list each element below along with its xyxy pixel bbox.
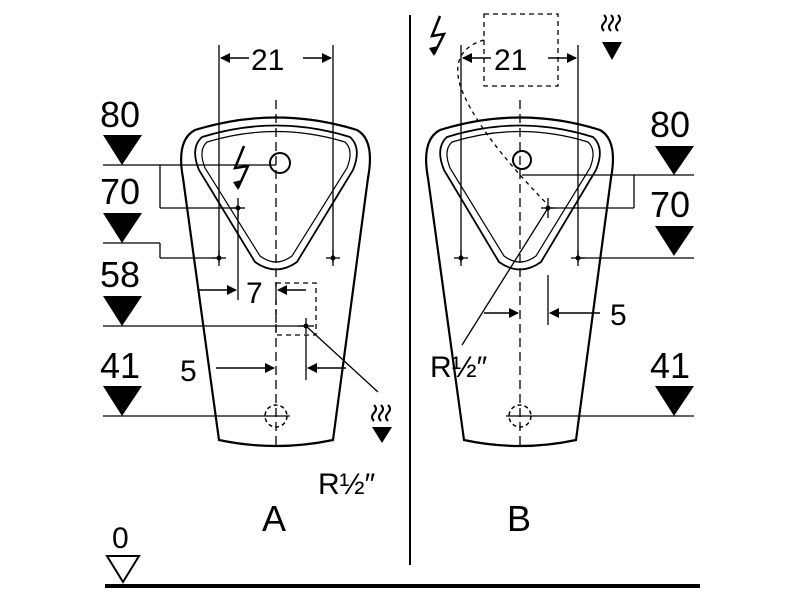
thread-size-b: R½″: [430, 351, 488, 384]
flush-inlet: [512, 150, 532, 170]
level-marker-icon: [103, 386, 142, 416]
level-80-a: 80: [100, 94, 140, 135]
dim-inlet-offset-a: 7: [246, 277, 263, 310]
view-label-a: A: [262, 498, 286, 539]
water-supply-icon: [601, 14, 622, 60]
dim-outlet-offset-a: 5: [180, 355, 197, 388]
urinal-body: [180, 116, 372, 448]
level-marker-icon: [655, 386, 694, 416]
level-70-a: 70: [100, 171, 140, 212]
level-marker-icon: [655, 226, 694, 256]
level-58-a: 58: [100, 254, 140, 295]
level-41-a: 41: [100, 345, 140, 386]
level-marker-icon: [105, 555, 141, 584]
flush-inlet: [269, 152, 291, 174]
level-marker-icon: [655, 146, 694, 175]
power-icon: [430, 15, 447, 55]
view-a: 21 80 70 7: [100, 44, 392, 539]
supply-connection-box: [275, 282, 317, 336]
level-70-b: 70: [650, 184, 690, 225]
dim-width-top-a: 21: [251, 44, 284, 77]
power-icon: [233, 145, 251, 189]
view-b: 21 80 70 R½″: [425, 13, 694, 539]
fixing-point: [326, 250, 340, 266]
dim-width-top-b: 21: [494, 44, 527, 77]
level-80-b: 80: [650, 104, 690, 145]
level-marker-icon: [103, 135, 142, 165]
floor-level-label: 0: [112, 522, 129, 555]
fixing-point: [212, 250, 226, 266]
view-label-b: B: [507, 498, 531, 539]
water-supply-icon: [371, 404, 392, 443]
dim-outlet-offset-b: 5: [610, 299, 627, 332]
urinal-body: [425, 116, 615, 448]
control-box: [483, 13, 559, 87]
level-marker-icon: [103, 213, 142, 243]
level-marker-icon: [103, 296, 142, 326]
urinal-inner-rim: [439, 124, 601, 271]
level-41-b: 41: [650, 345, 690, 386]
thread-size-a: R½″: [318, 468, 376, 501]
fixing-point: [454, 250, 468, 266]
urinal-inner-rim: [194, 124, 358, 271]
